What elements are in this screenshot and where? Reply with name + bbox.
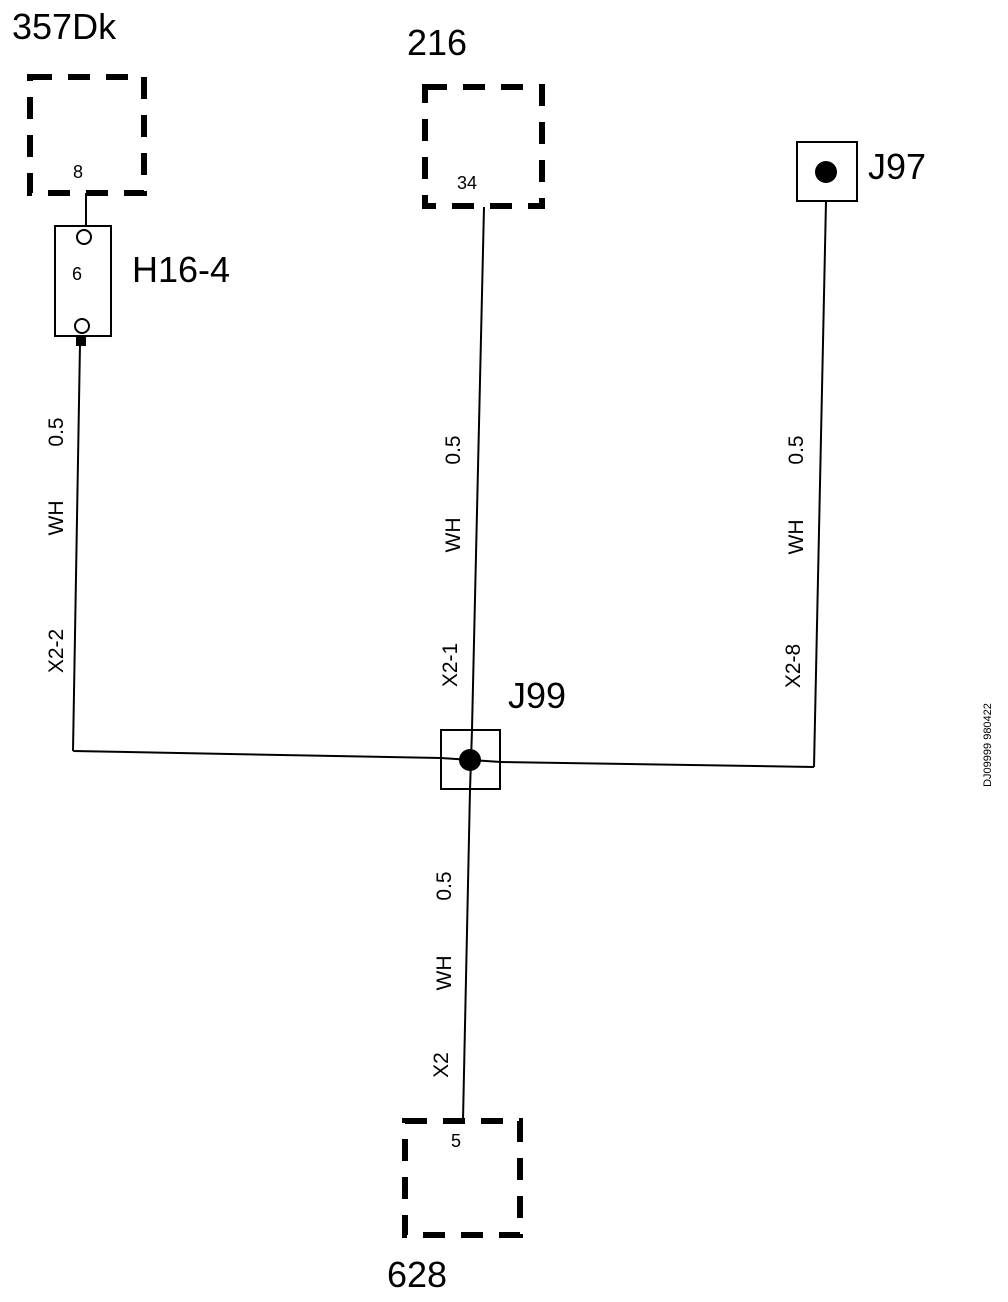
wire-center-connector: X2-1 <box>439 643 462 687</box>
component-628-box <box>402 1118 523 1238</box>
wire-left-connector: X2-2 <box>45 629 68 673</box>
component-216[interactable]: 34 216 <box>407 22 545 209</box>
connector-h16-4[interactable]: 6 H16-4 <box>54 225 230 346</box>
component-216-label: 216 <box>407 22 467 63</box>
wire-bottom-vertical <box>462 789 471 1121</box>
splice-j97[interactable]: J97 <box>796 141 926 202</box>
splice-j99-wire-through-h <box>440 757 502 763</box>
wire-right-horizontal <box>500 761 815 768</box>
component-216-box <box>422 84 545 209</box>
wire-left-color: WH <box>45 501 68 536</box>
component-357dk-label: 357Dk <box>12 6 117 47</box>
wire-right-vertical <box>813 200 827 768</box>
wire-center-vertical <box>471 206 485 730</box>
wire-right-connector: X2-8 <box>782 644 805 688</box>
component-628-label: 628 <box>387 1254 447 1295</box>
component-357dk[interactable]: 8 357Dk <box>12 6 147 196</box>
connector-h16-4-pin-bottom <box>74 318 90 334</box>
wire-labels-bottom: 0.5 WH X2 <box>430 871 456 1077</box>
component-216-pin: 34 <box>457 173 477 193</box>
component-357dk-pin: 8 <box>73 162 83 182</box>
component-628-pin: 5 <box>451 1131 461 1151</box>
wire-labels-right: 0.5 WH X2-8 <box>782 435 808 688</box>
connector-h16-4-pin-number: 6 <box>72 264 82 284</box>
wire-left-size: 0.5 <box>45 417 68 446</box>
connector-h16-4-terminal <box>76 337 86 346</box>
component-357dk-box <box>27 74 147 196</box>
wire-center-size: 0.5 <box>442 435 465 464</box>
wire-bottom-connector: X2 <box>430 1052 453 1078</box>
connector-h16-4-pin-top <box>76 229 92 245</box>
document-id: DJ09999 980422 <box>982 703 994 787</box>
splice-j97-dot <box>815 161 837 183</box>
splice-j97-label: J97 <box>868 146 926 187</box>
wire-right-color: WH <box>785 520 808 555</box>
wire-center-color: WH <box>442 518 465 553</box>
wire-left-vertical <box>72 343 81 752</box>
wire-left-horizontal <box>72 750 442 759</box>
wire-labels-left: 0.5 WH X2-2 <box>45 417 68 673</box>
wire-bottom-size: 0.5 <box>433 871 456 900</box>
wire-labels-center: 0.5 WH X2-1 <box>439 435 465 687</box>
splice-j99-label: J99 <box>508 675 566 716</box>
wire-bottom-color: WH <box>433 956 456 991</box>
component-628[interactable]: 5 628 <box>387 1118 523 1295</box>
splice-j99[interactable]: J99 <box>440 675 566 791</box>
connector-h16-4-label: H16-4 <box>132 249 230 290</box>
wire-right-size: 0.5 <box>785 435 808 464</box>
